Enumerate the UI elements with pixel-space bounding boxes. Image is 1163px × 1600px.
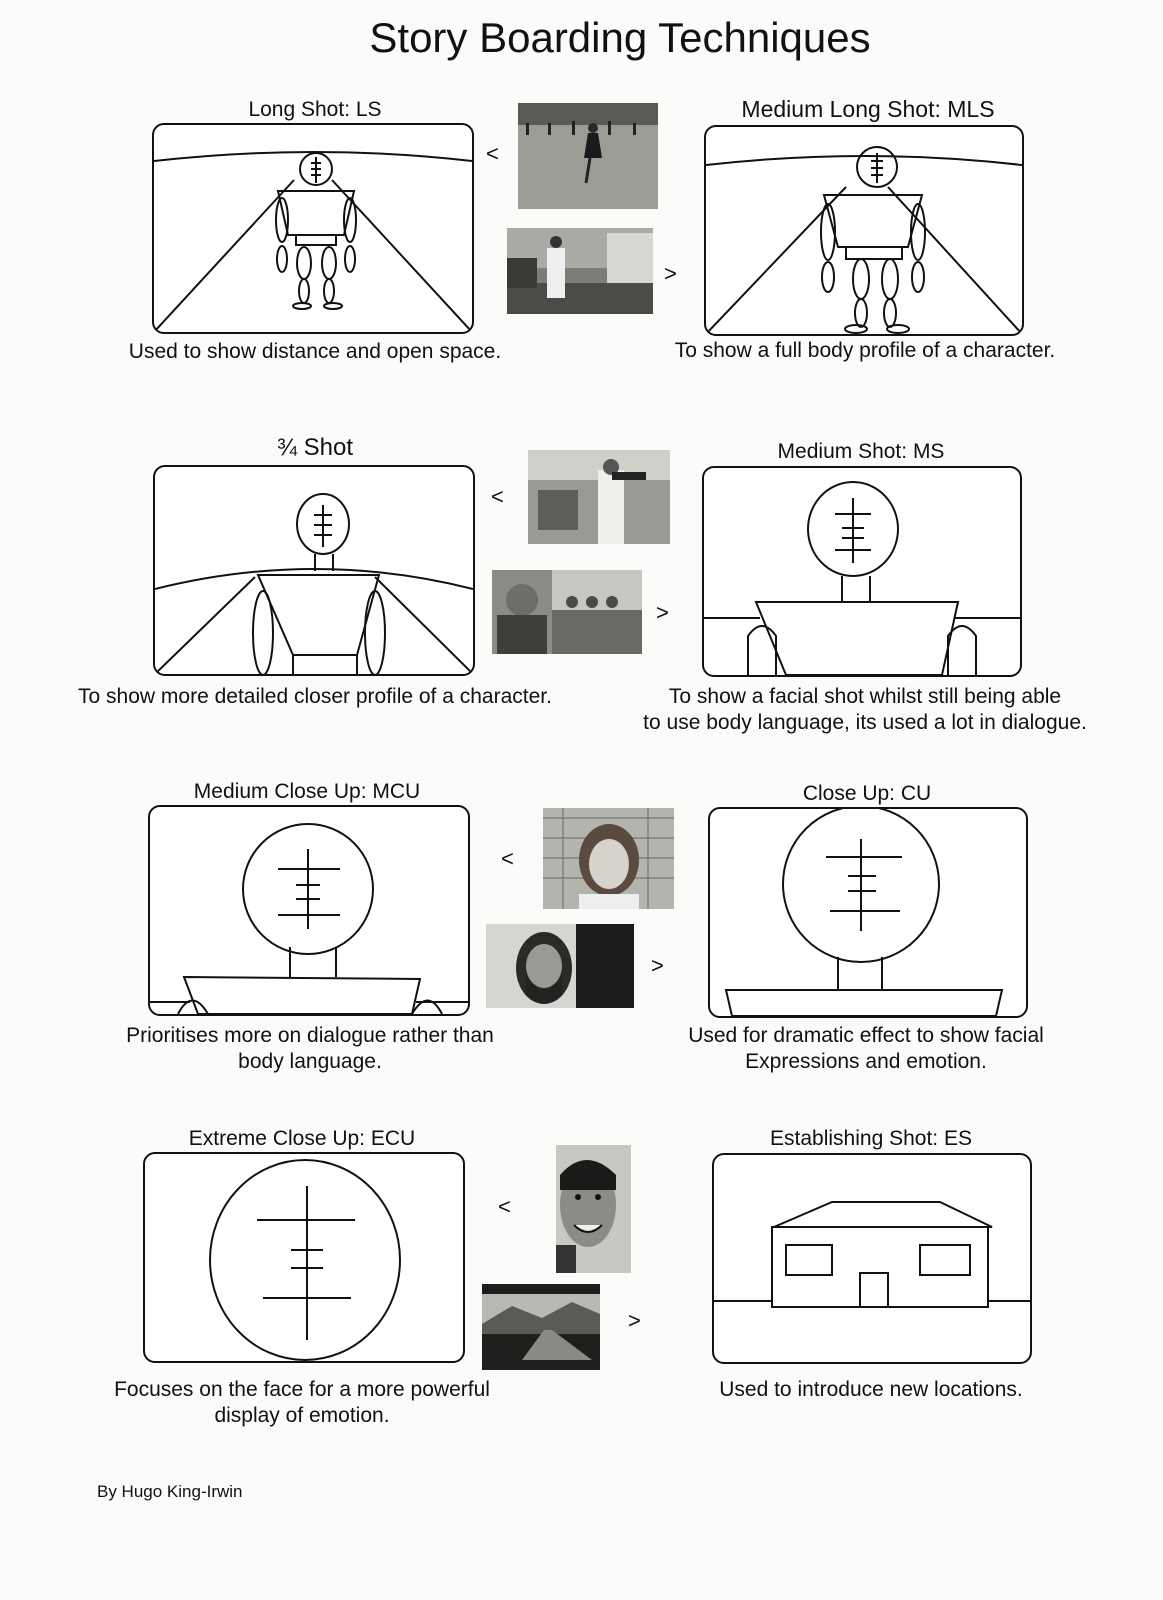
storyboard-frame-three-quarter-shot — [153, 465, 475, 676]
photo-bearded-man — [486, 924, 634, 1008]
shot-label-mls: Medium Long Shot: MLS — [741, 96, 995, 122]
caption-es: Used to introduce new locations. — [719, 1378, 1023, 1401]
arrow-right: > — [651, 953, 664, 978]
caption-three-quarter: To show more detailed closer profile of … — [78, 685, 552, 708]
page-title: Story Boarding Techniques — [369, 14, 871, 61]
photo-nurse-ward — [528, 450, 670, 544]
photo-man-table — [492, 570, 642, 654]
photo-man-yard — [507, 228, 653, 314]
photo-road-landscape — [482, 1284, 600, 1370]
photo-dancers-field — [518, 103, 658, 209]
storyboard-frame-long-shot — [152, 123, 474, 334]
shot-label-es: Establishing Shot: ES — [770, 1127, 972, 1150]
storyboard-frame-medium-close-up — [148, 805, 470, 1016]
shot-label-ls: Long Shot: LS — [248, 98, 382, 121]
arrow-left: < — [486, 141, 499, 166]
arrow-left: < — [498, 1194, 511, 1219]
shot-label-ms: Medium Shot: MS — [777, 440, 945, 463]
arrow-right: > — [664, 261, 677, 286]
shot-label-ecu: Extreme Close Up: ECU — [188, 1127, 416, 1150]
caption-mls: To show a full body profile of a charact… — [674, 339, 1056, 362]
arrow-left: < — [491, 484, 504, 509]
caption-ms: To show a facial shot whilst still being… — [643, 685, 1087, 734]
shot-label-mcu: Medium Close Up: MCU — [193, 780, 421, 803]
arrow-left: < — [501, 846, 514, 871]
storyboard-frame-establishing-shot — [712, 1153, 1032, 1364]
caption-mcu: Prioritises more on dialogue rather than… — [126, 1024, 494, 1073]
arrow-right: > — [628, 1308, 641, 1333]
arrow-right: > — [656, 600, 669, 625]
photo-face-door — [556, 1145, 631, 1273]
caption-ls: Used to show distance and open space. — [128, 340, 502, 363]
shot-label-cu: Close Up: CU — [802, 782, 932, 805]
author-byline: By Hugo King-Irwin — [97, 1482, 243, 1501]
photo-girl-fence — [543, 808, 674, 909]
storyboard-frame-extreme-close-up — [143, 1152, 465, 1363]
shot-label-three-quarter: ¾ Shot — [276, 434, 354, 461]
storyboard-frame-medium-shot — [702, 466, 1022, 677]
storyboard-frame-medium-long-shot — [704, 125, 1024, 336]
storyboard-frame-close-up — [708, 807, 1028, 1018]
